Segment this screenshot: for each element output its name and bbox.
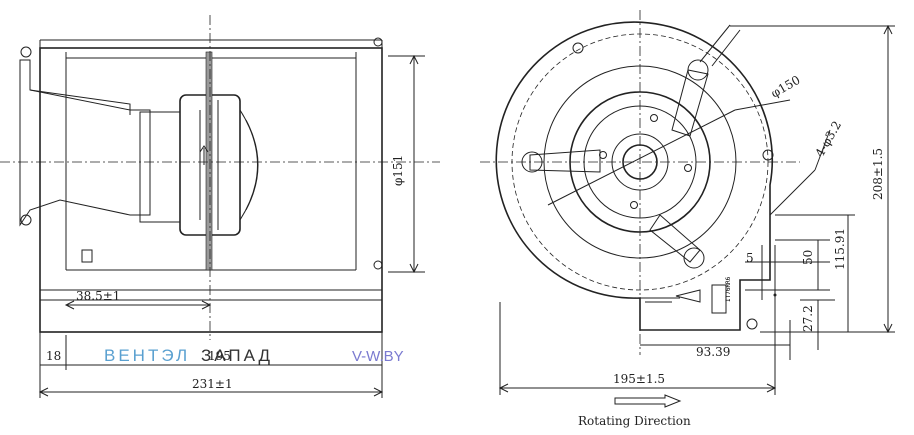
bolt-icon bbox=[373, 37, 383, 47]
label-code: IT76RR6 bbox=[725, 276, 732, 302]
bolt-icon bbox=[650, 114, 658, 122]
mounting-bracket bbox=[19, 59, 151, 227]
bolt-icon bbox=[20, 46, 32, 58]
dim-27: 27.2 bbox=[801, 305, 815, 332]
dim-width-side: 231±1 bbox=[192, 377, 233, 391]
bolt-icon bbox=[684, 164, 692, 172]
dim-5: 5 bbox=[746, 251, 754, 265]
bolt-icon bbox=[20, 214, 32, 226]
cable bbox=[699, 24, 741, 67]
dim-50: 50 bbox=[801, 250, 815, 265]
side-view bbox=[0, 15, 440, 398]
watermark-brand-b: ЗАПАД bbox=[201, 346, 273, 365]
direction-arrow-icon bbox=[675, 289, 701, 303]
impeller-seam bbox=[205, 51, 213, 271]
watermark-site: V-W.BY bbox=[352, 348, 404, 365]
bolt-icon bbox=[599, 151, 607, 159]
rotating-direction-label: Rotating Direction bbox=[578, 414, 691, 428]
bolt-icon bbox=[630, 201, 638, 209]
dim-holes: 4-φ3.2 bbox=[812, 119, 844, 160]
dim-left: 18 bbox=[46, 349, 61, 363]
dim-93: 93.39 bbox=[696, 345, 730, 359]
mount-arm-bottom bbox=[649, 214, 701, 263]
dim-diameter: φ151 bbox=[391, 155, 405, 186]
mount-arm-left bbox=[529, 149, 601, 173]
mount-arm-top bbox=[671, 69, 709, 137]
front-view: IT76RR6 bbox=[480, 10, 895, 408]
watermark-brand-a: ВЕНТЭЛ bbox=[104, 346, 190, 365]
housing-outline bbox=[39, 47, 383, 333]
rotating-direction-arrow-icon bbox=[614, 394, 682, 408]
dim-bolt-circle: φ150 bbox=[769, 73, 803, 101]
dim-outlet-height: 115.91 bbox=[833, 228, 847, 270]
dim-center: 195 bbox=[208, 349, 231, 363]
dim-offset: 38.5±1 bbox=[76, 289, 120, 303]
volute-housing bbox=[495, 21, 773, 331]
dim-width-front: 195±1.5 bbox=[613, 372, 665, 386]
motor-flange bbox=[139, 111, 181, 223]
dim-height: 208±1.5 bbox=[871, 148, 885, 200]
bolt-icon bbox=[373, 260, 383, 270]
